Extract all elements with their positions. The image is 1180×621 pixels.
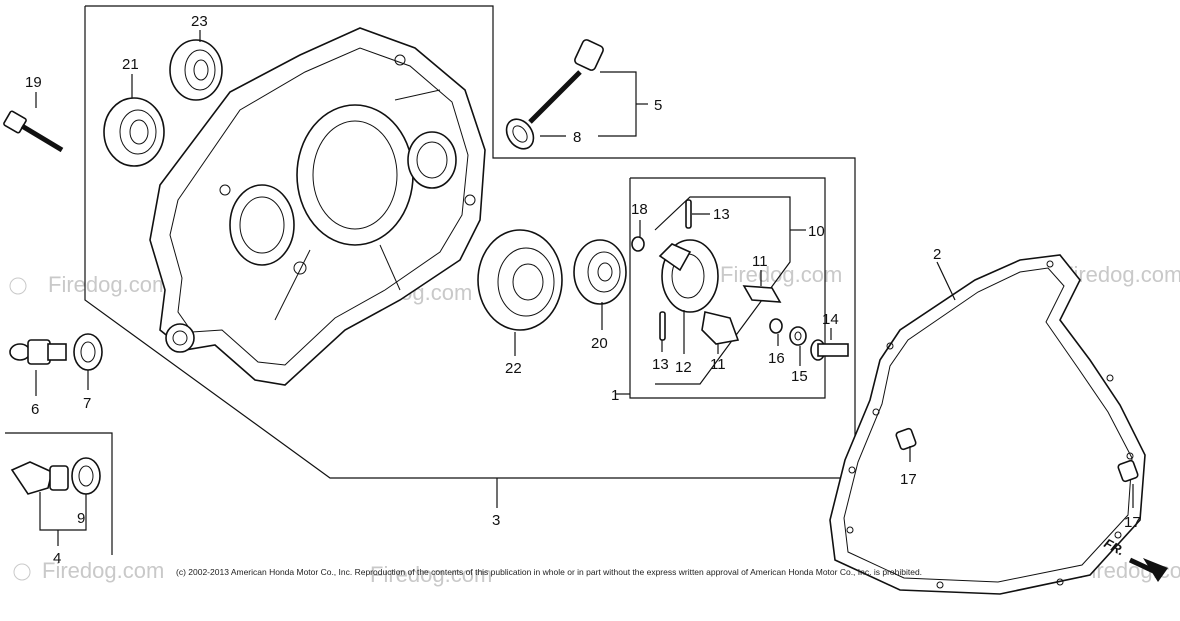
drain-plug-icon [9,339,67,365]
callout-17: 17 [1124,514,1141,531]
callout-10: 10 [808,223,825,240]
watermark-group: Firedog.com Firedog.com Firedog.com Fire… [9,262,1180,587]
callout-11: 11 [710,356,726,373]
callout-11: 11 [752,253,768,270]
callout-20: 20 [591,335,608,352]
watermark: Firedog.com [370,562,492,587]
gasket-icon [829,254,1146,595]
watermark: Firedog.com [48,272,170,297]
flange-bolt-icon [3,110,64,153]
bearing-21-icon [103,97,165,167]
callout-4: 4 [53,550,61,567]
oil-dipstick-icon [505,39,604,150]
pin-icon [659,199,692,341]
callout-2: 2 [933,246,941,263]
copyright-symbol-icon [13,563,31,581]
callout-labels: 1 2 3 4 5 6 7 8 9 10 11 11 12 13 13 14 1… [25,13,1141,567]
governor-gear-icon [658,239,719,313]
washer-icon [73,333,103,371]
shaft-icon [810,339,849,361]
callout-23: 23 [191,13,208,30]
callout-22: 22 [505,360,522,377]
bearing-20-icon [573,239,627,305]
copyright-notice: (c) 2002-2013 American Honda Motor Co., … [176,567,922,577]
callout-9: 9 [77,510,85,527]
callout-8: 8 [573,129,581,146]
callout-18: 18 [631,201,648,218]
watermark: Firedog.com [42,558,164,583]
callout-7: 7 [83,395,91,412]
drain-plug-icon [10,461,69,495]
callout-12: 12 [675,359,692,376]
crankcase-cover-icon [149,27,486,386]
dowel-pin-icon [895,427,1139,483]
callout-19: 19 [25,74,42,91]
callout-17: 17 [900,471,917,488]
callout-16: 16 [768,350,785,367]
callout-3: 3 [492,512,500,529]
bearing-22-icon [477,229,563,331]
copyright-symbol-icon [9,277,27,295]
callout-13: 13 [713,206,730,223]
callout-6: 6 [31,401,39,418]
bearing-23-icon [169,39,223,101]
callout-21: 21 [122,56,139,73]
leader-lines [35,30,1134,546]
callout-1: 1 [611,387,619,404]
callout-13: 13 [652,356,669,373]
washer-icon [631,236,807,346]
governor-weight-icon [701,285,782,345]
washer-icon [71,457,101,495]
callout-5: 5 [654,97,662,114]
watermark: Firedog.com [1060,262,1180,287]
cover-group-outline [84,5,856,479]
callout-15: 15 [791,368,808,385]
callout-14: 14 [822,311,839,328]
drain-bolt-group-outline [5,432,113,555]
governor-group-outline [629,177,826,399]
